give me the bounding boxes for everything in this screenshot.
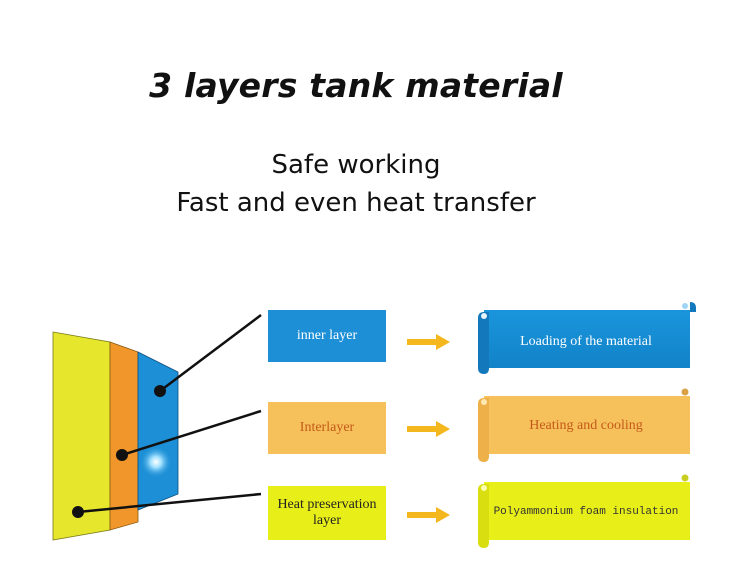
leader-dot-inner bbox=[154, 385, 166, 397]
scroll-banner-loading bbox=[478, 302, 696, 374]
page-title: 3 layers tank material bbox=[149, 66, 563, 105]
subtitle-line-1: Safe working bbox=[271, 150, 441, 180]
leader-lines bbox=[72, 314, 262, 518]
tank-inner-layer bbox=[137, 351, 179, 511]
arrows bbox=[407, 334, 450, 523]
arrow-right-icon bbox=[407, 507, 450, 523]
leader-line-inner bbox=[159, 314, 262, 392]
layer-box-interlayer: Interlayer bbox=[268, 402, 386, 454]
layer-box-heat-preservation: Heat preservation layer bbox=[268, 486, 386, 540]
arrow-right-icon bbox=[407, 334, 450, 350]
layer-box-inner: inner layer bbox=[268, 310, 386, 362]
leader-dot-inter bbox=[116, 449, 128, 461]
tank-inner-glow bbox=[140, 446, 172, 478]
tank-cross-section bbox=[52, 331, 179, 541]
description-heating: Heating and cooling bbox=[529, 418, 643, 433]
leader-line-heat bbox=[77, 492, 262, 514]
tank-middle-layer bbox=[109, 341, 139, 531]
description-loading: Loading of the material bbox=[520, 334, 652, 349]
scroll-banner-heating bbox=[478, 388, 690, 462]
subtitle-line-2: Fast and even heat transfer bbox=[176, 188, 536, 218]
description-polyammonium: Polyammonium foam insulation bbox=[493, 506, 679, 518]
arrow-right-icon bbox=[407, 421, 450, 437]
leader-line-inter bbox=[121, 409, 262, 457]
leader-dot-heat bbox=[72, 506, 84, 518]
scroll-banner-polyammonium bbox=[478, 474, 690, 548]
